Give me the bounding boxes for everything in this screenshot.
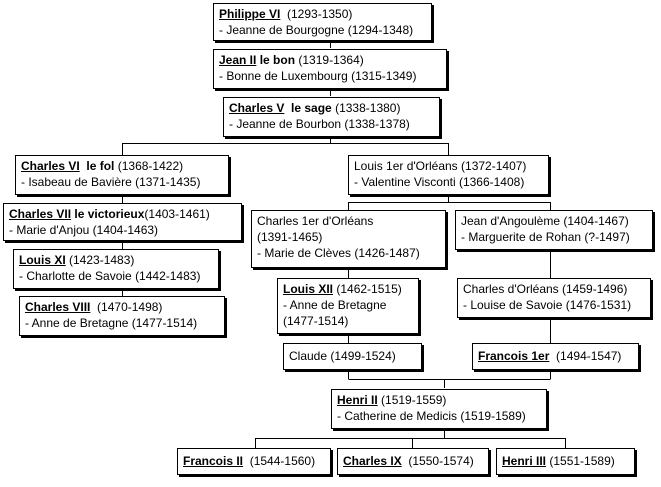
person-louis-xii: Louis XII (1462-1515) - Anne de Bretagne…: [277, 278, 419, 334]
spouse-dates: (1477-1514): [283, 314, 349, 328]
person-name: Charles VII: [9, 207, 72, 221]
person-dates: (1293-1350): [287, 7, 353, 21]
person-name: Louis XI: [19, 253, 66, 267]
person-dates: (1551-1589): [549, 454, 615, 468]
person-dates: (1319-1364): [298, 53, 364, 67]
person-name: Charles VI: [21, 159, 80, 173]
spouse: - Marguerite de Rohan (?-1497): [461, 230, 630, 244]
person-dates: (1368-1422): [117, 159, 184, 173]
person-name: Jean II: [219, 53, 257, 67]
person-name: Charles V: [229, 101, 285, 115]
person-dates: (1499-1524): [330, 349, 396, 363]
person-louis-orleans: Louis 1er d'Orléans (1372-1407) - Valent…: [348, 155, 549, 195]
spouse: - Valentine Visconti (1366-1408): [354, 175, 525, 189]
person-philippe-vi: Philippe VI (1293-1350) - Jeanne de Bour…: [213, 3, 432, 41]
person-name: Claude: [289, 349, 328, 363]
spouse: - Jeanne de Bourbon (1338-1378): [229, 117, 410, 131]
person-dates: (1391-1465): [257, 230, 323, 244]
spouse: - Marie de Clèves (1426-1487): [257, 246, 420, 260]
person-name: Philippe VI: [219, 7, 281, 21]
person-name: Charles IX: [343, 454, 402, 468]
spouse: - Anne de Bretagne: [283, 298, 387, 312]
spouse: - Charlotte de Savoie (1442-1483): [19, 269, 201, 283]
person-epithet: le sage: [291, 101, 332, 115]
person-charles-orleans-2: Charles d'Orléans (1459-1496) - Louise d…: [457, 278, 651, 318]
person-name: Charles VIII: [25, 300, 91, 314]
spouse: - Catherine de Medicis (1519-1589): [337, 409, 526, 423]
person-epithet: le victorieux: [74, 207, 145, 221]
person-jean-ii: Jean II le bon (1319-1364) - Bonne de Lu…: [213, 49, 447, 89]
person-dates: (1372-1407): [461, 159, 527, 173]
person-name: Louis 1er d'Orléans: [354, 159, 458, 173]
person-name: Francois II: [183, 454, 244, 468]
person-dates: (1404-1467): [563, 214, 629, 228]
person-dates: (1519-1559): [381, 393, 447, 407]
person-dates: (1470-1498): [97, 300, 163, 314]
person-name: Louis XII: [283, 282, 334, 296]
person-name: Francois 1er: [478, 349, 550, 363]
person-louis-xi: Louis XI (1423-1483) - Charlotte de Savo…: [13, 249, 219, 289]
person-charles-orleans: Charles 1er d'Orléans (1391-1465) - Mari…: [251, 210, 446, 268]
person-name: Henri III: [502, 454, 547, 468]
person-charles-viii: Charles VIII (1470-1498) - Anne de Breta…: [19, 296, 225, 336]
person-epithet: le fol: [86, 159, 115, 173]
spouse: - Louise de Savoie (1476-1531): [463, 298, 632, 312]
person-claude: Claude (1499-1524): [283, 343, 422, 370]
person-francois-ii: Francois II (1544-1560): [177, 448, 331, 475]
person-name: Jean d'Angoulème: [461, 214, 561, 228]
spouse: - Bonne de Luxembourg (1315-1349): [219, 69, 417, 83]
person-name: Henri II: [337, 393, 378, 407]
person-dates: (1462-1515): [336, 282, 402, 296]
person-name: Charles d'Orléans: [463, 282, 559, 296]
person-dates: (1494-1547): [556, 349, 622, 363]
spouse: - Isabeau de Bavière (1371-1435): [21, 175, 201, 189]
person-dates: (1459-1496): [562, 282, 628, 296]
person-charles-vi: Charles VI le fol (1368-1422) - Isabeau …: [15, 155, 229, 195]
spouse: - Marie d'Anjou (1404-1463): [9, 223, 159, 237]
person-dates: (1550-1574): [408, 454, 474, 468]
person-jean-angouleme: Jean d'Angoulème (1404-1467) - Marguerit…: [455, 210, 653, 250]
person-charles-v: Charles V le sage (1338-1380) - Jeanne d…: [223, 97, 440, 137]
person-dates: (1403-1461): [144, 207, 210, 221]
person-name: Charles 1er d'Orléans: [257, 214, 374, 228]
person-charles-vii: Charles VII le victorieux(1403-1461) - M…: [3, 203, 242, 241]
spouse: - Anne de Bretagne (1477-1514): [25, 316, 198, 330]
person-henri-ii: Henri II (1519-1559) - Catherine de Medi…: [331, 389, 547, 429]
person-epithet: le bon: [259, 53, 296, 67]
person-henri-iii: Henri III (1551-1589): [496, 448, 635, 475]
person-dates: (1423-1483): [69, 253, 135, 267]
person-dates: (1544-1560): [249, 454, 316, 468]
person-charles-ix: Charles IX (1550-1574): [337, 448, 489, 475]
spouse: - Jeanne de Bourgogne (1294-1348): [219, 23, 414, 37]
person-dates: (1338-1380): [335, 101, 401, 115]
person-francois-ier: Francois 1er (1494-1547): [472, 343, 639, 370]
